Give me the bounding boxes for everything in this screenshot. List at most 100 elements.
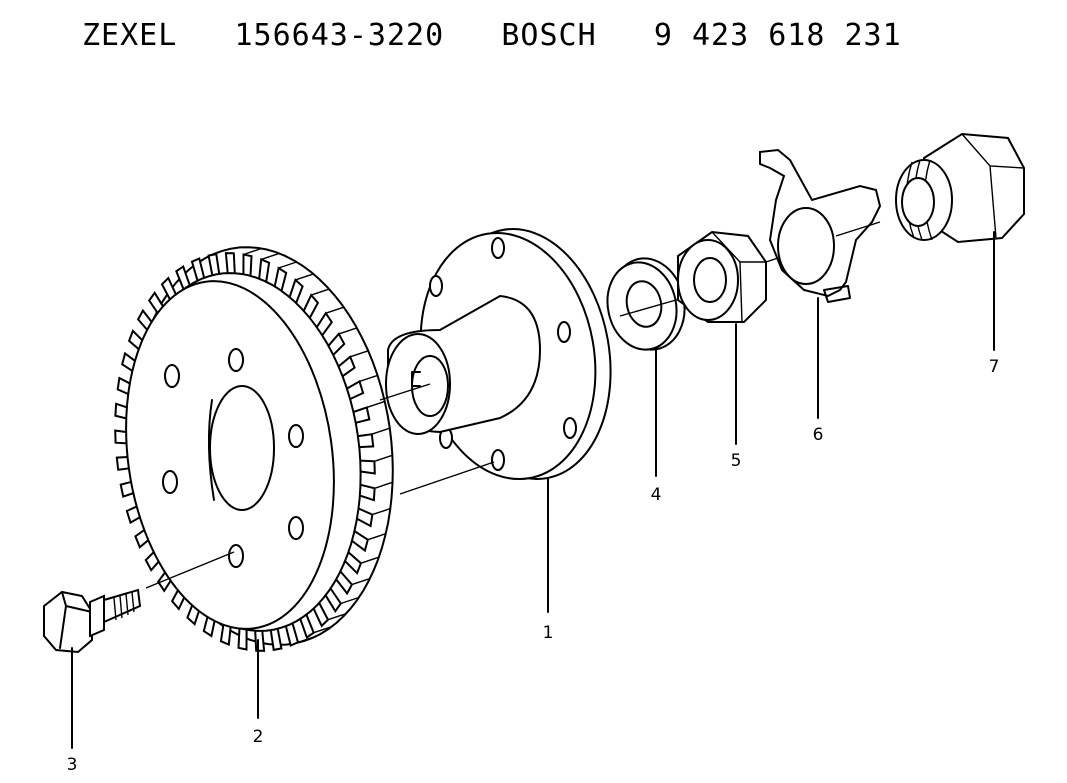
gear-tooth-depth <box>260 252 280 261</box>
hub-bolt-hole <box>491 449 505 471</box>
gear-tooth-depth <box>325 306 345 314</box>
gear-bolt-hole <box>228 348 244 372</box>
hub-bolt-hole <box>491 237 505 259</box>
cap-nut-facets <box>961 133 1025 239</box>
gear-tooth <box>207 252 221 276</box>
gear-bore-inner-edge <box>207 399 215 501</box>
gear-tooth <box>357 433 375 449</box>
gear-tooth-depth <box>295 273 314 281</box>
bolt-axis-line <box>145 551 235 589</box>
gear-tooth <box>242 253 253 276</box>
gear-tooth <box>254 630 266 652</box>
gear-tooth <box>360 459 376 475</box>
hub-part <box>379 228 612 495</box>
cap-nut-end <box>901 177 935 227</box>
gear-tooth <box>315 311 334 336</box>
bolt-flange <box>89 594 105 638</box>
gear-tooth-depth <box>374 454 393 462</box>
bolt-head-facets <box>59 591 93 649</box>
gear-tooth <box>224 252 236 274</box>
callout-7: 7 <box>989 357 1000 377</box>
page-title: ZEXEL 156643-3220 BOSCH 9 423 618 231 <box>82 18 902 53</box>
gear-tooth <box>312 602 330 628</box>
gear-tooth-depth <box>360 556 380 564</box>
gear-tooth <box>299 614 315 639</box>
gear-tooth-depth <box>371 427 391 435</box>
gear-tooth-depth <box>310 288 330 296</box>
gear-part <box>114 246 394 652</box>
gear-tooth <box>284 623 300 647</box>
gear-bore <box>209 385 275 511</box>
gear-tooth-depth <box>374 481 393 489</box>
callout-2: 2 <box>253 727 264 747</box>
callout-4: 4 <box>651 485 662 505</box>
gear-tooth <box>337 355 356 378</box>
gear-tooth <box>351 530 369 553</box>
gear-tooth-depth <box>243 247 262 256</box>
cap-nut-part <box>895 132 1025 244</box>
gear-tooth <box>190 257 206 281</box>
hub-bolt-guide-line <box>399 461 495 495</box>
gear-tooth <box>359 483 376 502</box>
nut-part <box>677 230 791 323</box>
gear-tooth <box>288 278 304 304</box>
gear-tooth-depth <box>340 596 360 605</box>
gear-tooth <box>353 406 371 424</box>
gear-tooth-depth <box>349 350 369 358</box>
washer-part <box>606 257 691 351</box>
gear-bolt-hole <box>228 544 244 568</box>
hub-keyway <box>411 371 421 387</box>
gear-bolt-hole <box>162 470 178 494</box>
gear-tooth <box>335 570 354 596</box>
gear-tooth-depth <box>297 635 317 643</box>
bolt-head <box>43 590 93 654</box>
hub-bolt-hole <box>563 417 577 439</box>
gear-tooth-depth <box>327 613 347 621</box>
bolt-shank <box>103 588 142 624</box>
gear-tooth <box>346 379 365 400</box>
lock-plate-hole <box>777 207 835 285</box>
callout-6: 6 <box>813 425 824 445</box>
gear-tooth <box>324 587 343 614</box>
lock-plate-axis-line <box>835 221 881 237</box>
callout-1: 1 <box>543 623 554 643</box>
callout-3: 3 <box>67 755 78 775</box>
hub-axis-line <box>379 383 431 401</box>
gear-tooth <box>219 622 232 647</box>
gear-tooth <box>237 628 248 651</box>
gear-tooth <box>356 507 374 528</box>
gear-tooth-depth <box>313 626 332 634</box>
leader-lines <box>71 231 995 749</box>
gear-tooth <box>327 332 346 356</box>
gear-tooth-depth <box>366 400 386 409</box>
gear-tooth-depth <box>351 577 371 586</box>
washer-hole <box>625 280 663 328</box>
gear-bolt-holes <box>162 348 304 568</box>
gear-bolt-hole <box>164 364 180 388</box>
gear-tooth <box>344 551 363 575</box>
gear-tooth-depth <box>338 327 358 335</box>
gear-tooth <box>258 257 271 282</box>
lock-plate-part <box>759 148 882 303</box>
nut-thread-hole <box>693 257 727 303</box>
gear-tooth <box>160 276 178 302</box>
gear-tooth-depth <box>372 507 391 516</box>
gear-bolt-hole <box>288 516 304 540</box>
gear-bolt-hole <box>288 424 304 448</box>
gear-tooth-depth <box>278 261 297 269</box>
gear-tooth <box>302 293 320 319</box>
hub-bolt-hole <box>557 321 571 343</box>
hub-bolt-holes <box>429 237 577 471</box>
bolt-thread <box>113 591 135 621</box>
callout-5: 5 <box>731 451 742 471</box>
nut-facets <box>711 231 766 323</box>
lock-plate-tab <box>823 285 851 303</box>
gear-tooth-depth <box>359 374 378 383</box>
hub-bolt-hole <box>429 275 443 297</box>
gear-tooth <box>269 628 283 652</box>
callout-labels: 1 2 3 4 5 6 7 <box>67 357 1000 775</box>
gear-tooth-depth <box>367 533 387 541</box>
gear-tooth <box>273 266 288 292</box>
